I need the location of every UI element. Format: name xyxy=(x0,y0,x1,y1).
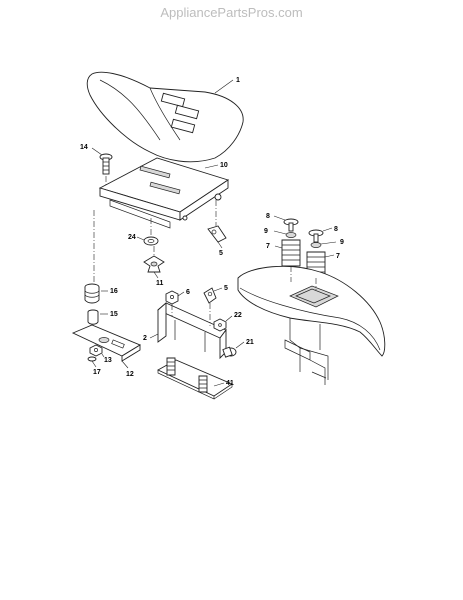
callout-24: 24 xyxy=(128,234,136,241)
retainer-clip-lower xyxy=(203,287,217,304)
leader-24 xyxy=(136,236,145,241)
shoulder-bolt xyxy=(222,346,237,358)
leader-12 xyxy=(121,360,129,369)
leader-7b xyxy=(324,254,335,258)
fender-housing xyxy=(237,265,386,385)
small-bolt xyxy=(213,318,227,332)
leader-11 xyxy=(153,271,159,279)
callout-12: 12 xyxy=(126,371,134,378)
spring-bracket xyxy=(71,324,141,362)
callout-16: 16 xyxy=(110,288,118,295)
callout-1: 1 xyxy=(236,77,240,84)
callout-8a: 8 xyxy=(266,213,270,220)
bumper-left xyxy=(281,218,301,267)
callout-17: 17 xyxy=(93,369,101,376)
callout-10: 10 xyxy=(220,162,228,169)
callout-41: 41 xyxy=(226,380,234,387)
adjust-knob xyxy=(143,255,165,273)
leader-5a xyxy=(217,241,223,249)
callout-9b: 9 xyxy=(340,239,344,246)
retainer-clip-upper xyxy=(207,225,227,243)
seat xyxy=(86,71,244,163)
leader-6 xyxy=(177,291,185,297)
lock-washer xyxy=(87,356,97,362)
callout-6: 6 xyxy=(186,289,190,296)
spring-plate xyxy=(157,357,233,400)
callout-15: 15 xyxy=(110,311,118,318)
leader-5b xyxy=(213,287,223,292)
washer xyxy=(143,236,159,246)
assembly-lines xyxy=(93,176,317,326)
leader-41 xyxy=(213,382,225,387)
watermark: AppliancePartsPros.com xyxy=(160,5,303,20)
leader-21 xyxy=(235,341,245,349)
callout-2: 2 xyxy=(143,335,147,342)
hex-nut xyxy=(165,290,179,305)
hinge-bracket xyxy=(157,302,227,360)
leader-9a xyxy=(273,230,287,235)
leader-7a xyxy=(274,245,283,249)
leader-13 xyxy=(101,353,105,358)
callout-7a: 7 xyxy=(266,243,270,250)
carriage-bolt xyxy=(99,153,113,175)
callout-9a: 9 xyxy=(264,228,268,235)
callout-8b: 8 xyxy=(334,226,338,233)
spring xyxy=(84,283,100,304)
leader-8a xyxy=(273,215,286,221)
leader-10 xyxy=(204,164,219,169)
leader-1 xyxy=(214,79,234,94)
callout-21: 21 xyxy=(246,339,254,346)
callout-11: 11 xyxy=(156,280,164,287)
leader-17 xyxy=(91,360,97,368)
spacer xyxy=(87,309,99,325)
seat-pan xyxy=(98,157,230,229)
leader-22 xyxy=(225,315,233,322)
callout-5b: 5 xyxy=(224,285,228,292)
callout-5a: 5 xyxy=(219,250,223,257)
nut xyxy=(89,344,103,357)
callout-14: 14 xyxy=(80,144,88,151)
callout-7b: 7 xyxy=(336,253,340,260)
leader-2 xyxy=(149,333,159,339)
leader-14 xyxy=(91,147,103,156)
callout-22: 22 xyxy=(234,312,242,319)
leader-9b xyxy=(320,241,337,245)
callout-13: 13 xyxy=(104,357,112,364)
leader-8b xyxy=(322,227,333,232)
